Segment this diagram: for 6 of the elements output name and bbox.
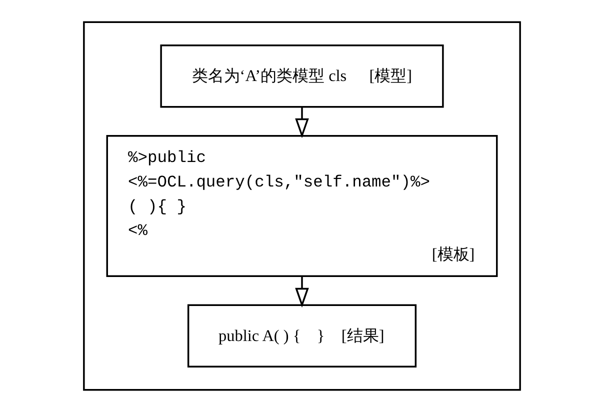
node-box: 类名为‘A’的类模型 cls [模型]	[160, 44, 444, 108]
node-box: %>public <%=OCL.query(cls,"self.name")%> ( ){ } <% [模板]	[106, 134, 498, 278]
arrow	[295, 106, 309, 138]
cluster	[83, 21, 521, 391]
node-box: public A( ) { } [结果]	[187, 304, 417, 368]
arrow	[295, 276, 309, 308]
